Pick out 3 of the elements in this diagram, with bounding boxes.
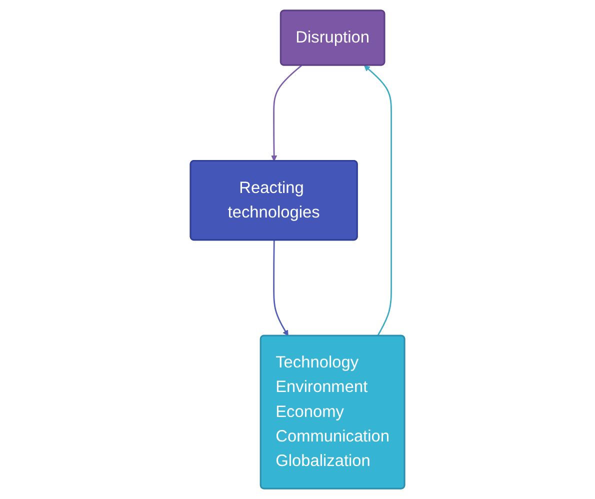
arrow: [273, 240, 288, 336]
arrow: [271, 64, 302, 162]
arrow: [364, 65, 392, 336]
